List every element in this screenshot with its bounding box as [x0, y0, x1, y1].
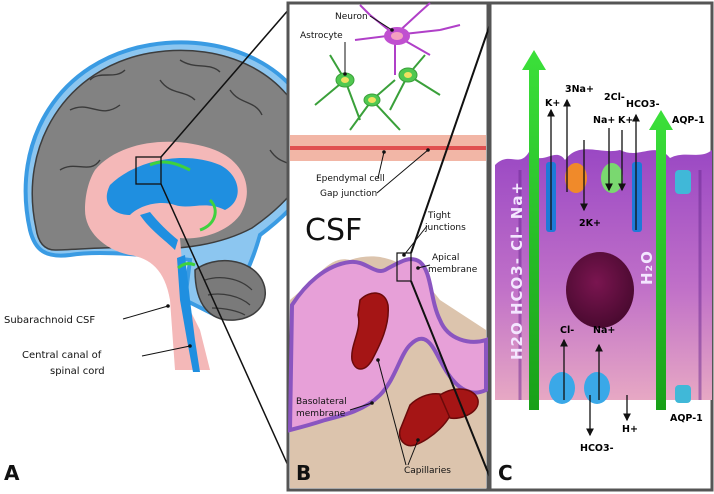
fourth-ventricle-canal	[177, 255, 200, 372]
label-apical-1: Apical	[432, 253, 459, 263]
green-flux-arrow-left	[522, 50, 546, 410]
capillary-1	[351, 292, 389, 370]
label-aqp1-bottom: AQP-1	[670, 413, 703, 424]
nkcc-transporter	[601, 163, 623, 193]
panel-label-a: A	[4, 461, 20, 485]
label-h2o-cell: H₂O	[638, 250, 656, 285]
label-basolateral-1: Basolateral	[296, 397, 347, 407]
label-3na: 3Na+	[565, 84, 594, 95]
label-2cl: 2Cl-	[604, 92, 625, 103]
label-csf: CSF	[305, 213, 362, 248]
ependymal-layer	[290, 135, 486, 161]
cerebellum	[194, 259, 267, 321]
na-k-pump	[565, 163, 587, 193]
label-apical-2: membrane	[428, 265, 478, 275]
label-gap-junction: Gap junction	[320, 189, 377, 199]
panel-b	[286, 1, 490, 492]
label-vertical-flux: H2O HCO3- Cl- Na+	[508, 181, 526, 360]
label-tight-2: junctions	[424, 223, 466, 233]
panel-label-b: B	[296, 461, 311, 485]
label-hco3-bottom: HCO3-	[580, 443, 614, 454]
label-capillaries: Capillaries	[404, 466, 451, 476]
panel-label-c: C	[498, 461, 513, 485]
capillary-2	[398, 393, 453, 447]
label-hco3-top: HCO3-	[626, 99, 660, 110]
label-astrocyte: Astrocyte	[300, 31, 343, 41]
green-flux-arrow-right	[649, 110, 673, 410]
label-ependymal-cell: Ependymal cell	[316, 174, 385, 184]
label-neuron: Neuron	[335, 12, 368, 22]
transporter-right	[632, 162, 642, 232]
label-k-left: K+	[545, 98, 560, 109]
panel-c	[488, 1, 714, 492]
label-aqp1-top: AQP-1	[672, 115, 705, 126]
label-central-canal-2: spinal cord	[50, 366, 105, 377]
neuron-cell	[354, 2, 461, 75]
label-subarachnoid-csf: Subarachnoid CSF	[4, 315, 95, 326]
cl-channel-bottom	[549, 372, 575, 404]
aqp1-bottom	[675, 385, 691, 403]
label-na-top: Na+	[593, 115, 615, 126]
zoom-region-box	[135, 156, 162, 185]
label-central-canal-1: Central canal of	[22, 350, 102, 361]
choroid-epithelium	[287, 257, 488, 433]
brain-sagittal-section	[23, 40, 320, 372]
label-k-top: K+	[618, 115, 633, 126]
label-na-bottom: Na+	[593, 325, 615, 336]
label-cl-bottom: Cl-	[560, 325, 574, 336]
cell-nucleus	[566, 252, 634, 328]
label-2k: 2K+	[579, 218, 601, 229]
lateral-ventricle	[106, 157, 238, 215]
label-h-bottom: H+	[622, 424, 638, 435]
label-tight-1: Tight	[427, 211, 451, 221]
label-basolateral-2: membrane	[296, 409, 346, 419]
choroid-plexus-green	[149, 160, 217, 232]
aqp1-top	[675, 170, 691, 194]
na-transporter-bottom	[584, 372, 610, 404]
